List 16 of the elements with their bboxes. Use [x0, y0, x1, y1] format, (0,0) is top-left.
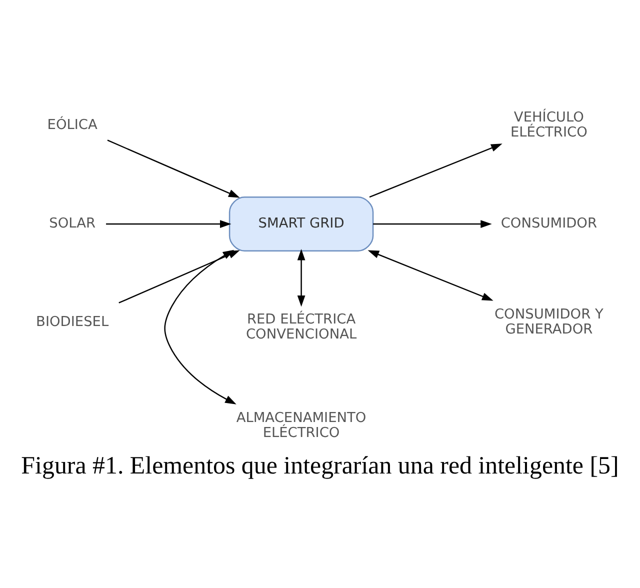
- arrow: [369, 143, 502, 198]
- node-text: EÓLICA: [47, 116, 98, 132]
- node-text: CONSUMIDOR: [500, 215, 598, 232]
- node-text: SOLAR: [49, 215, 96, 232]
- node-text: RED ELÉCTRICA CONVENCIONAL: [246, 311, 357, 342]
- arrow: [107, 139, 240, 198]
- arrow: [373, 220, 492, 228]
- caption: Figura #1. Elementos que integrarían una red inteligente [5]: [21, 452, 619, 480]
- node-text: CONSUMIDOR Y GENERADOR: [494, 306, 604, 338]
- node-box: SMART GRID: [228, 196, 374, 251]
- arrow: [106, 220, 232, 228]
- arrow: [368, 250, 494, 300]
- node-text: VEHÍCULO ELÉCTRICO: [510, 108, 588, 140]
- node-text: ALMACENAMIENTO ELÉCTRICO: [236, 410, 366, 441]
- node-text: BIODIESEL: [36, 314, 109, 330]
- arrow: [297, 248, 306, 306]
